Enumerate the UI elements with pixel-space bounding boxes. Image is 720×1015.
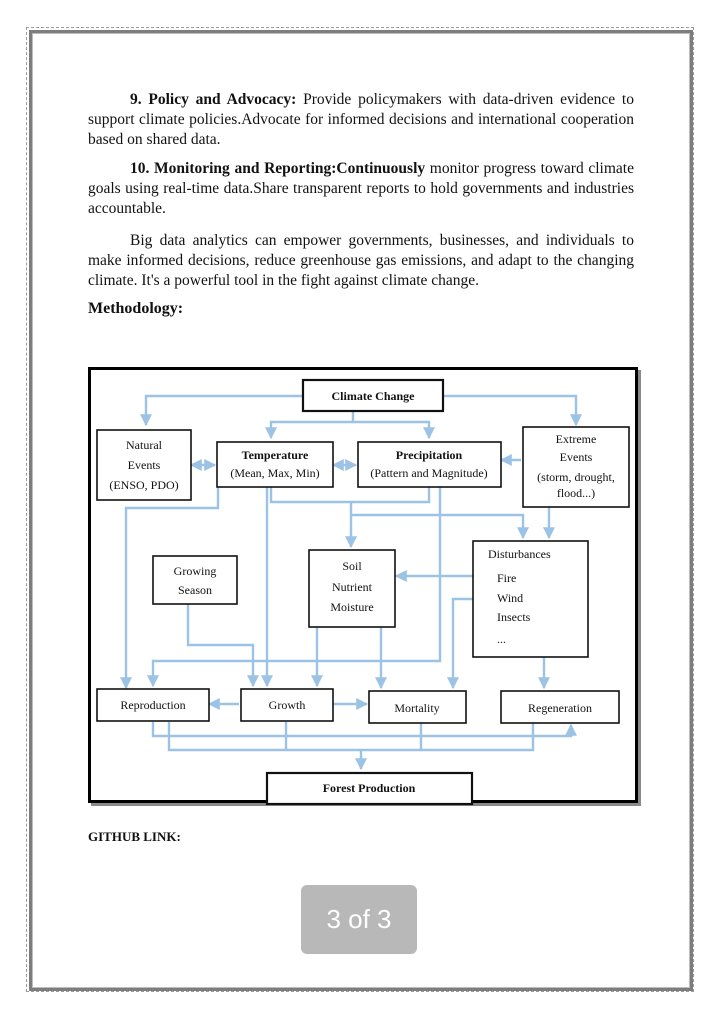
node-soil: Soil Nutrient Moisture — [308, 549, 396, 628]
label-season: Season — [178, 583, 212, 597]
label-wind: Wind — [497, 591, 523, 605]
label-growing: Growing — [174, 564, 217, 578]
label-enso-pdo: (ENSO, PDO) — [109, 478, 178, 492]
paragraph-summary: Big data analytics can empower governmen… — [88, 232, 634, 289]
label-natural: Natural — [126, 438, 163, 452]
node-disturbances: Disturbances Fire Wind Insects ... — [472, 540, 589, 658]
label-temperature-sub: (Mean, Max, Min) — [230, 466, 319, 480]
label-extreme: Extreme — [556, 432, 597, 446]
node-growing-season: Growing Season — [152, 555, 238, 605]
label-moisture: Moisture — [330, 600, 373, 614]
diagram-canvas: Climate Change Natural Events (ENSO, PDO… — [96, 378, 630, 806]
label-regeneration: Regeneration — [528, 701, 592, 715]
page-indicator: 3 of 3 — [301, 885, 417, 954]
page-border — [29, 30, 693, 991]
paragraph-monitoring: 10. Monitoring and Reporting:Continuousl… — [88, 160, 634, 217]
label-precipitation: Precipitation — [396, 448, 463, 462]
label-soil: Soil — [342, 559, 362, 573]
label-mortality: Mortality — [394, 701, 439, 715]
label-precipitation-sub: (Pattern and Magnitude) — [370, 466, 487, 480]
node-temperature: Temperature (Mean, Max, Min) — [216, 441, 334, 488]
label-disturbances: Disturbances — [488, 547, 551, 561]
node-growth: Growth — [240, 688, 334, 722]
label-temperature: Temperature — [242, 448, 309, 462]
node-climate-change: Climate Change — [301, 378, 445, 413]
label-extreme-events: Events — [560, 450, 593, 464]
label-climate-change: Climate Change — [332, 389, 416, 403]
node-precipitation: Precipitation (Pattern and Magnitude) — [357, 441, 502, 488]
node-natural-events: Natural Events (ENSO, PDO) — [96, 429, 192, 501]
node-regeneration: Regeneration — [500, 690, 620, 724]
label-growth: Growth — [269, 698, 306, 712]
label-reproduction: Reproduction — [120, 698, 185, 712]
methodology-diagram: Climate Change Natural Events (ENSO, PDO… — [88, 367, 638, 806]
label-events: Events — [128, 458, 161, 472]
node-mortality: Mortality — [368, 690, 467, 724]
node-forest-production: Forest Production — [265, 771, 474, 806]
page-border-outer — [26, 27, 694, 992]
label-nutrient: Nutrient — [332, 580, 373, 594]
node-reproduction: Reproduction — [96, 688, 210, 722]
diagram-connectors — [120, 394, 582, 771]
label-forest-production: Forest Production — [323, 781, 416, 795]
label-storm-drought: (storm, drought, — [537, 470, 615, 484]
label-insects: Insects — [497, 610, 531, 624]
label-flood: flood...) — [557, 486, 595, 500]
node-extreme-events: Extreme Events (storm, drought, flood...… — [522, 426, 630, 508]
paragraph-policy: 9. Policy and Advocacy: Provide policyma… — [88, 91, 634, 148]
github-link-label: GITHUB LINK: — [88, 829, 181, 844]
methodology-heading: Methodology: — [88, 300, 184, 317]
label-ellipsis: ... — [497, 632, 506, 646]
label-fire: Fire — [497, 571, 516, 585]
